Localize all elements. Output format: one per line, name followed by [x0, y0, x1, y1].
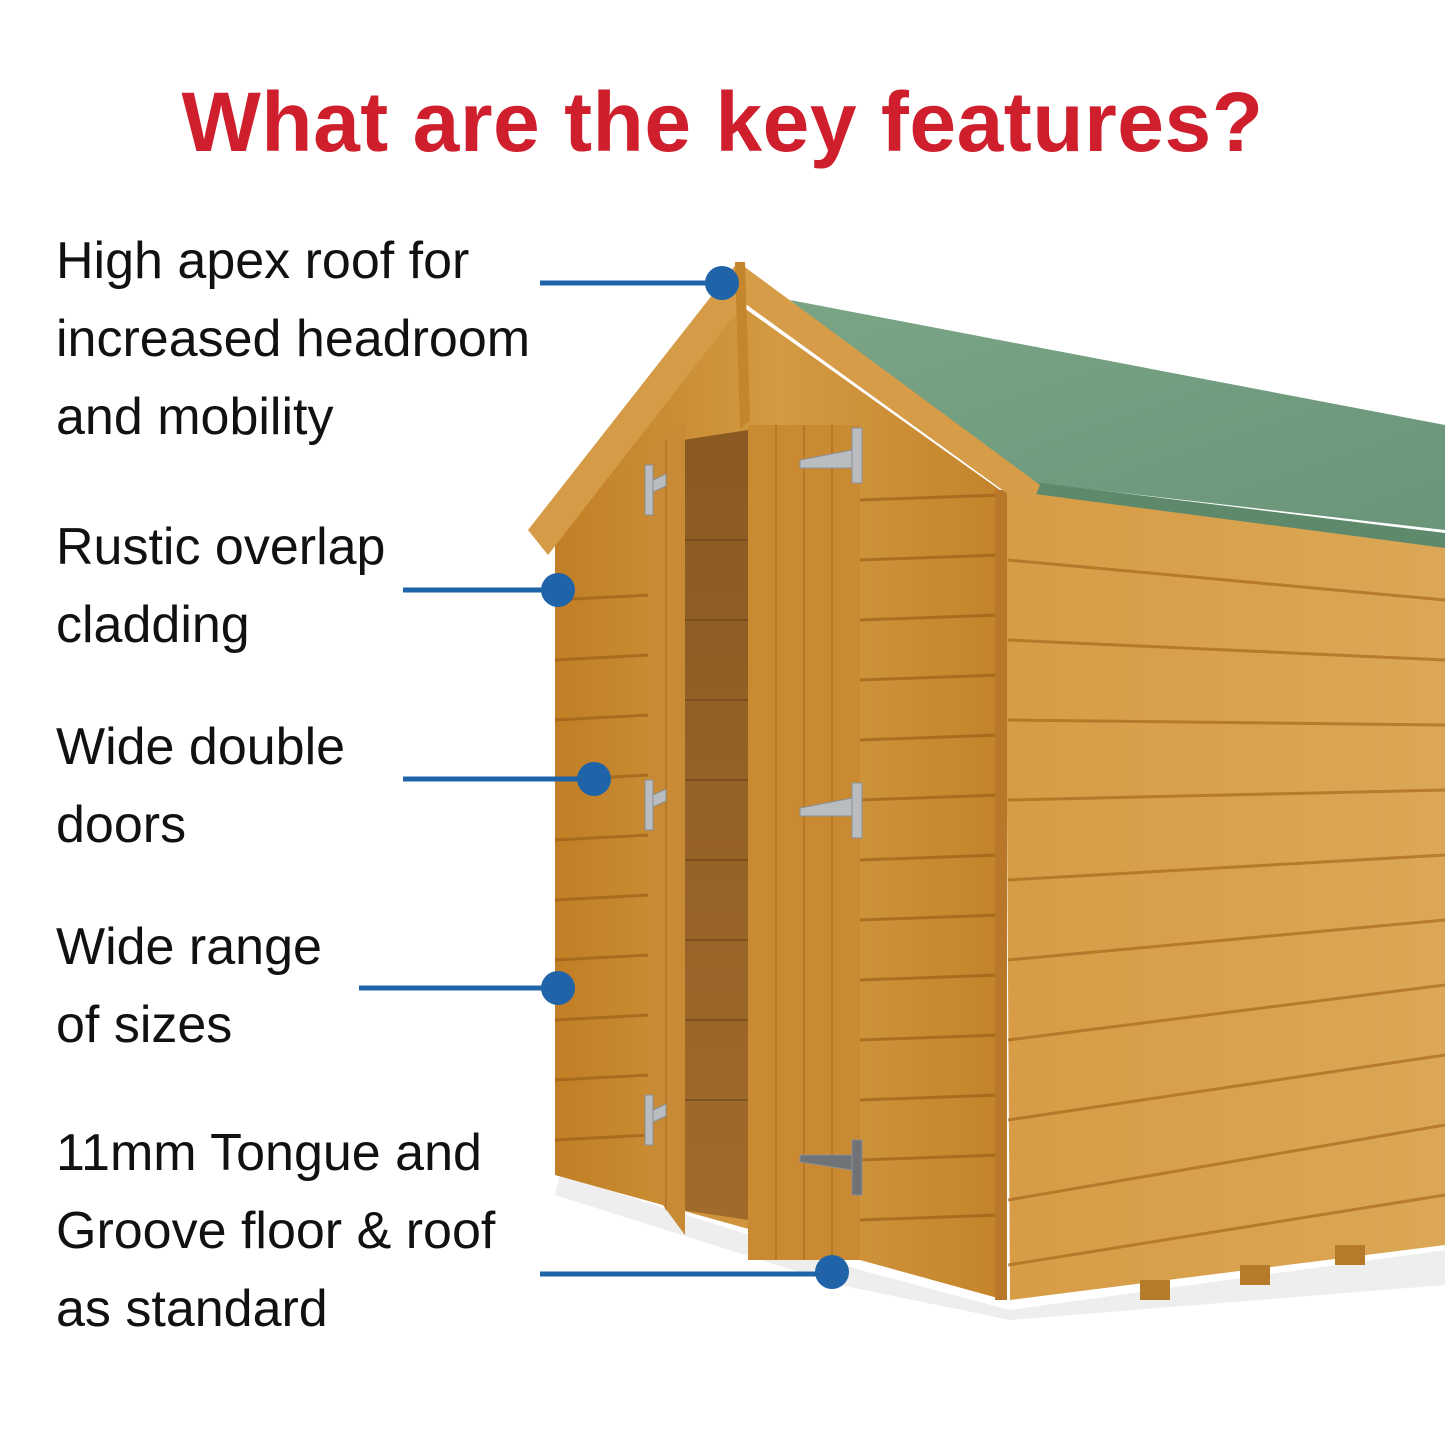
feature-double-doors: Wide double doors [56, 708, 345, 864]
feature-line: Groove floor & roof [56, 1202, 496, 1260]
right-door [748, 425, 860, 1260]
feature-line: Wide double [56, 718, 346, 776]
feature-cladding: Rustic overlap cladding [56, 508, 385, 664]
feature-line: 11mm Tongue and [56, 1124, 482, 1182]
feature-line: Wide range [56, 918, 322, 976]
feature-apex-roof: High apex roof for increased headroom an… [56, 222, 530, 456]
feature-sizes: Wide range of sizes [56, 908, 322, 1064]
feature-floor-roof: 11mm Tongue and Groove floor & roof as s… [56, 1114, 495, 1348]
feature-line: doors [56, 796, 187, 854]
door-hinges [644, 427, 863, 1196]
feature-line: as standard [56, 1280, 328, 1338]
side-wall [1005, 490, 1445, 1300]
feature-line: cladding [56, 596, 250, 654]
feature-line: High apex roof for [56, 232, 470, 290]
door-opening [683, 430, 748, 1220]
left-door [648, 422, 685, 1235]
feature-line: increased headroom [56, 310, 531, 368]
feature-line: Rustic overlap [56, 518, 386, 576]
feature-line: of sizes [56, 996, 233, 1054]
ground-shadow [555, 1175, 1445, 1320]
barge-boards [528, 262, 1040, 555]
feature-line: and mobility [56, 388, 334, 446]
page-title: What are the key features? [181, 75, 1264, 169]
